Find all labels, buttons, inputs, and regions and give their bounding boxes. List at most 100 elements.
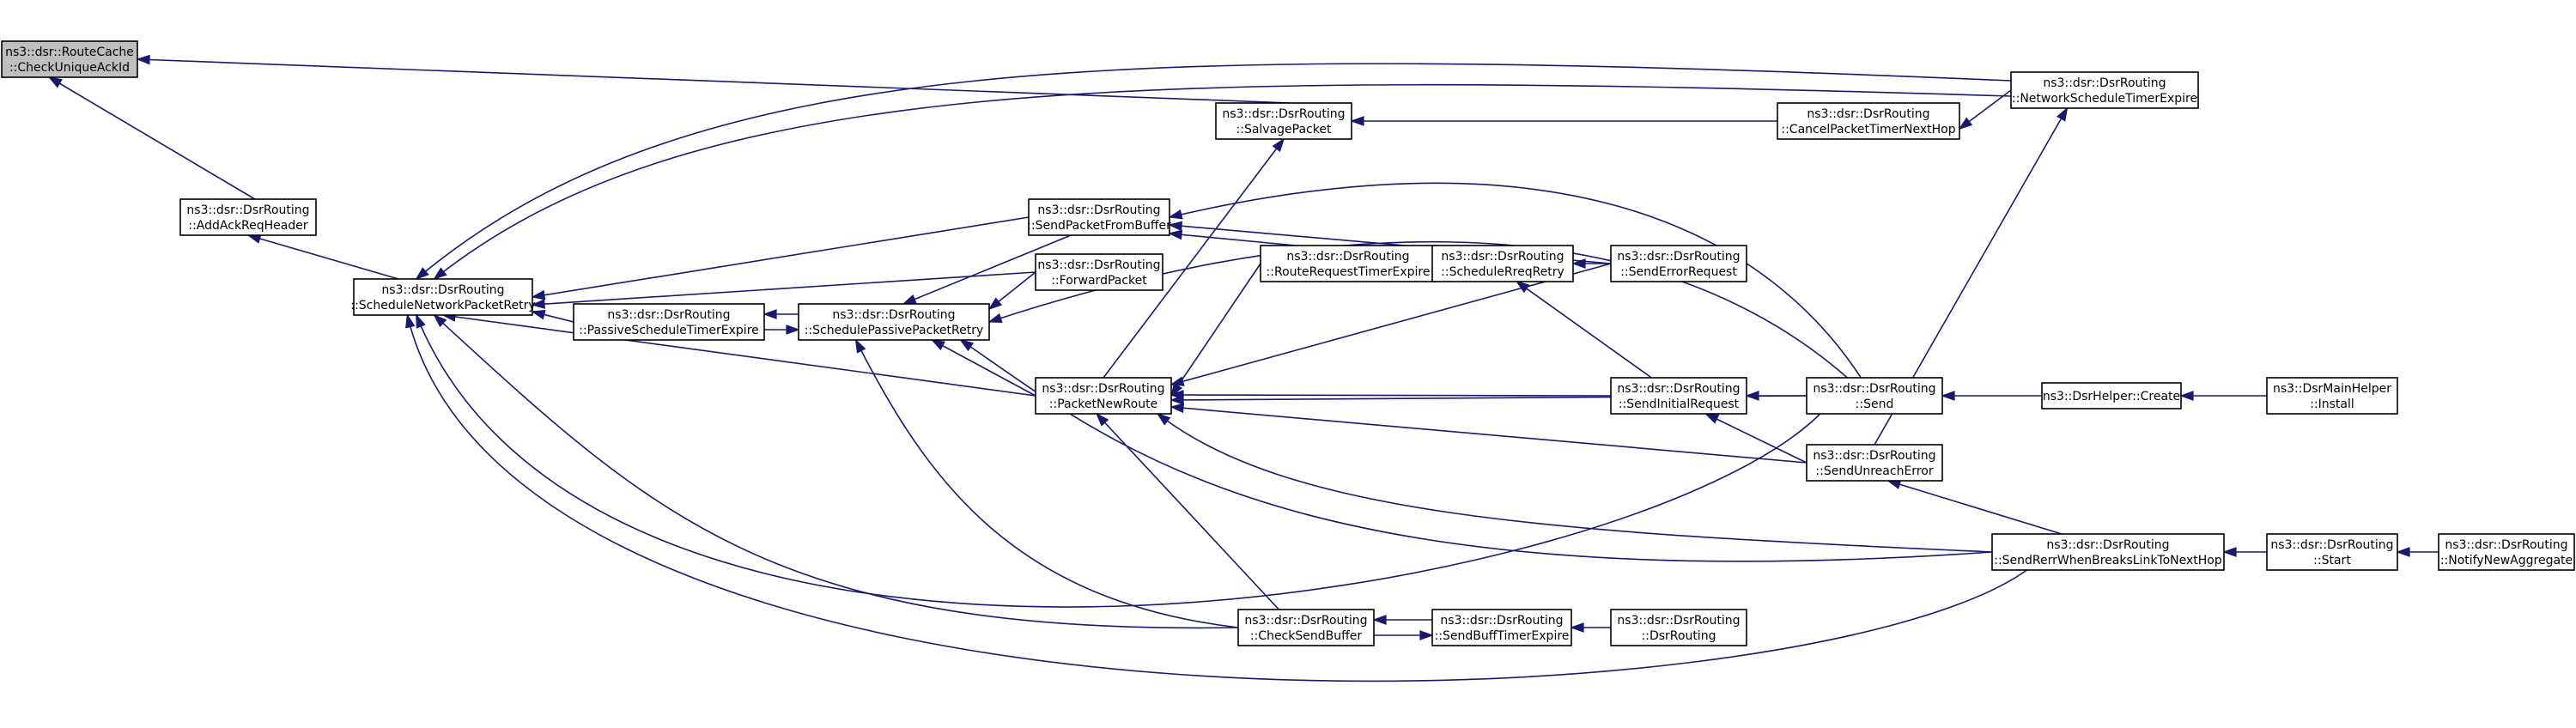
node-box <box>1610 609 1747 646</box>
node-box <box>1806 377 1943 415</box>
edge-n_unreach-to-n_packetnew-arrowhead <box>1170 403 1185 414</box>
edge-n_cancel-to-n_salvage-arrowhead <box>1350 116 1364 126</box>
edge-layer <box>47 54 2439 682</box>
edge-n_unreach-to-n_packetnew <box>1170 406 1807 464</box>
node-label-line1: ns3::dsr::DsrRouting <box>1813 449 1935 463</box>
edge-n_unreach-to-n_netsched-arrowhead <box>2057 106 2069 122</box>
node-checksend[interactable]: ns3::dsr::DsrRouting::CheckSendBuffer <box>1237 609 1375 646</box>
node-schedpassive[interactable]: ns3::dsr::DsrRouting::SchedulePassivePac… <box>798 303 990 341</box>
edge-n_passivesched-to-n_schednet-arrowhead <box>531 309 546 320</box>
node-label-line2: ::Start <box>2313 554 2351 567</box>
node-label-line1: ns3::dsr::DsrRouting <box>2043 76 2166 90</box>
node-dsrrouting[interactable]: ns3::dsr::DsrRouting::DsrRouting <box>1610 609 1747 646</box>
node-sendfrombuf[interactable]: ns3::dsr::DsrRouting::SendPacketFromBuff… <box>1027 198 1171 236</box>
edge-n_sendrerr-to-n_schedpassive <box>960 339 1993 562</box>
node-label-line2: ::DsrRouting <box>1642 629 1716 643</box>
node-netsched[interactable]: ns3::dsr::DsrRouting::NetworkScheduleTim… <box>2010 71 2199 109</box>
node-start[interactable]: ns3::dsr::DsrRouting::Start <box>2266 533 2398 571</box>
edge-n_checksend-to-n_packetnew <box>1096 413 1279 610</box>
edge-n_packetnew-to-n_salvage <box>1103 138 1285 379</box>
node-send[interactable]: ns3::dsr::DsrRouting::Send <box>1806 377 1943 415</box>
edge-n_routereq-to-n_sendfrombuf-arrowhead <box>1168 229 1183 240</box>
node-label-line1: ns3::dsr::DsrRouting <box>1617 614 1740 628</box>
node-label-line1: ns3::dsr::DsrRouting <box>1286 250 1409 264</box>
node-box <box>1035 377 1172 415</box>
edge-n_netsched-to-n_schednet <box>416 63 2012 280</box>
node-senderr[interactable]: ns3::dsr::DsrRouting::SendErrorRequest <box>1610 245 1747 282</box>
node-passivesched[interactable]: ns3::dsr::DsrRouting::PassiveScheduleTim… <box>573 303 765 341</box>
edge-n_checksend-to-n_schedpassive-arrowhead <box>854 338 866 354</box>
node-box <box>1431 609 1572 646</box>
node-label-line2: ::CancelPacketTimerNextHop <box>1781 123 1955 136</box>
node-box <box>1610 377 1747 415</box>
node-label-line2: ::RouteRequestTimerExpire <box>1267 265 1431 279</box>
node-label-line2: ::SchedulePassivePacketRetry <box>805 324 984 337</box>
node-label-line2: ::NetworkScheduleTimerExpire <box>2012 92 2197 106</box>
node-cancel[interactable]: ns3::dsr::DsrRouting::CancelPacketTimerN… <box>1777 102 1960 140</box>
node-label-line1: ns3::dsr::RouteCache <box>5 46 134 59</box>
edge-n_start-to-n_sendrerr-arrowhead <box>2222 547 2237 557</box>
node-label-line2: ::ScheduleNetworkPacketRetry <box>350 299 535 312</box>
edge-n_sendinit-to-n_schedreq-arrowhead <box>1515 280 1530 294</box>
node-notify[interactable]: ns3::dsr::DsrRouting::NotifyNewAggregate <box>2438 533 2575 571</box>
node-label-line2: ::CheckUniqueAckId <box>9 61 130 75</box>
edge-n_mainhelper-to-n_helpercreate-arrowhead <box>2179 391 2194 401</box>
node-label-line1: ns3::DsrMainHelper <box>2273 382 2391 396</box>
node-box <box>2010 71 2199 109</box>
edge-n_sendfrombuf-to-n_schedpassive-arrowhead <box>902 294 917 305</box>
node-label-line1: ns3::dsr::DsrRouting <box>1440 614 1563 628</box>
node-label-line2: ::SendPacketFromBuffer <box>1027 219 1171 233</box>
node-mainhelper[interactable]: ns3::DsrMainHelper::Install <box>2266 377 2398 415</box>
node-label-line2: ::AddAckReqHeader <box>188 219 307 233</box>
node-routereq[interactable]: ns3::dsr::DsrRouting::RouteRequestTimerE… <box>1260 245 1437 282</box>
edge-n_checksend-to-n_schednet <box>434 314 1239 629</box>
node-salvage[interactable]: ns3::dsr::DsrRouting::SalvagePacket <box>1215 102 1352 140</box>
node-schedreq[interactable]: ns3::dsr::DsrRouting::ScheduleRreqRetry <box>1431 245 1574 282</box>
edge-n_checksend-to-n_schedpassive <box>854 339 1239 628</box>
node-sendinit[interactable]: ns3::dsr::DsrRouting::SendInitialRequest <box>1610 377 1747 415</box>
edge-n_routereq-to-n_packetnew <box>1170 263 1261 397</box>
node-label-line1: ns3::dsr::DsrRouting <box>1813 382 1935 396</box>
node-label-line2: ::CheckSendBuffer <box>1250 629 1362 643</box>
node-label-line1: ns3::dsr::DsrRouting <box>1244 614 1367 628</box>
node-box <box>1028 198 1170 236</box>
node-schednet[interactable]: ns3::dsr::DsrRouting::ScheduleNetworkPac… <box>350 278 536 316</box>
node-box <box>1991 533 2225 571</box>
node-packetnew[interactable]: ns3::dsr::DsrRouting::PacketNewRoute <box>1035 377 1172 415</box>
edge-n_netsched-to-n_cancel-arrowhead <box>1958 117 1973 130</box>
edge-n_checksend-to-n_schednet-arrowhead <box>433 313 447 328</box>
node-sendrerr[interactable]: ns3::dsr::DsrRouting::SendRerrWhenBreaks… <box>1991 533 2225 571</box>
node-label-line2: ::SendRerrWhenBreaksLinkToNextHop <box>1994 554 2222 567</box>
edge-n_netsched-to-n_schednet-arrowhead <box>433 267 447 281</box>
node-unreach[interactable]: ns3::dsr::DsrRouting::SendUnreachError <box>1806 444 1943 482</box>
node-box <box>1431 245 1574 282</box>
node-sendbuf[interactable]: ns3::dsr::DsrRouting::SendBuffTimerExpir… <box>1431 609 1572 646</box>
node-label-line1: ns3::dsr::DsrRouting <box>1037 203 1160 217</box>
node-box <box>1215 102 1352 140</box>
node-label-line1: ns3::dsr::DsrRouting <box>381 283 504 297</box>
edge-n_forward-to-n_schednet-arrowhead <box>531 299 545 309</box>
node-addack[interactable]: ns3::dsr::DsrRouting::AddAckReqHeader <box>179 198 317 236</box>
node-forward[interactable]: ns3::dsr::DsrRouting::ForwardPacket <box>1035 253 1163 291</box>
edge-n_packetnew-to-n_salvage-arrowhead <box>1272 137 1285 153</box>
node-label-line1: ns3::DsrHelper::Create <box>2043 390 2180 403</box>
edge-n_unreach-to-n_sendinit <box>1705 413 1807 464</box>
edge-n_sendrerr-to-n_packetnew <box>1157 413 1993 553</box>
edge-n_sendrerr-to-n_packetnew-arrowhead <box>1156 412 1171 426</box>
node-checkunique[interactable]: ns3::dsr::RouteCache::CheckUniqueAckId <box>1 40 138 78</box>
edge-n_sendrerr-to-n_schedpassive-arrowhead <box>959 338 975 352</box>
node-helpercreate[interactable]: ns3::DsrHelper::Create <box>2041 382 2182 410</box>
node-box <box>1610 245 1747 282</box>
node-label-line1: ns3::dsr::DsrRouting <box>186 203 309 217</box>
edge-n_sendfrombuf-to-n_schednet-arrowhead <box>531 289 546 300</box>
node-box <box>798 303 990 341</box>
node-label-line2: ::Install <box>2310 397 2354 411</box>
node-label-line2: ::SalvagePacket <box>1236 123 1332 136</box>
edge-n_packetnew-to-n_schedpassive <box>932 339 1036 397</box>
edge-n_routereq-to-n_packetnew-arrowhead <box>1170 382 1183 397</box>
node-box <box>2041 382 2182 410</box>
edge-n_send-to-n_sendfrombuf-arrowhead <box>1168 209 1183 220</box>
node-label-line2: ::NotifyNewAggregate <box>2440 554 2573 567</box>
edge-n_packetnew-to-n_schedpassive-arrowhead <box>930 339 946 351</box>
edge-n_schedpassive-to-n_passivesched-arrowhead <box>762 309 777 319</box>
